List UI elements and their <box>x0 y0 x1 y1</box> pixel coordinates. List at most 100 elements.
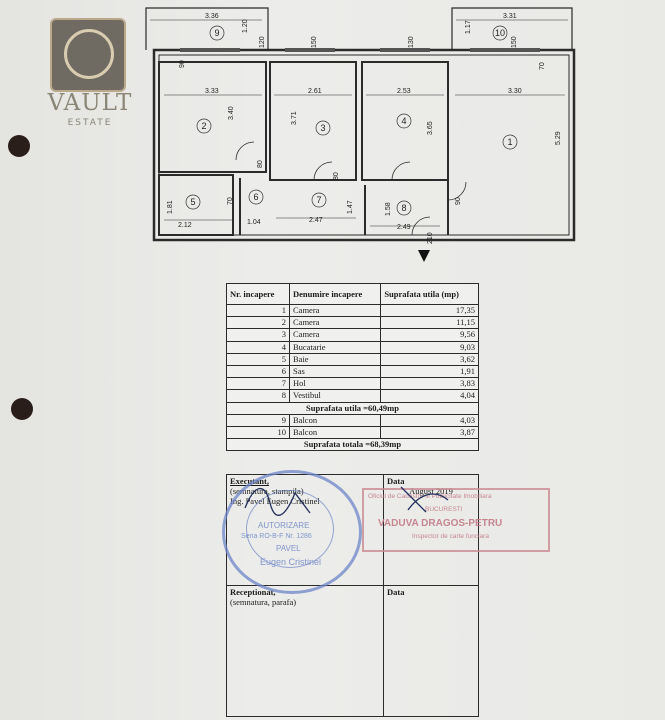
balcony-10-outline <box>451 7 573 50</box>
authorization-stamp <box>222 470 362 594</box>
utila-total-row: Suprafata utila =60,49mp <box>226 401 479 415</box>
stamp-line-2: Seria RO-B-F Nr. 1286 <box>241 533 312 540</box>
room-number-7: 7 <box>316 195 321 205</box>
room-number-9: 9 <box>214 28 219 38</box>
grand-total-row: Suprafata totala =68,39mp <box>226 438 479 452</box>
outer-wall <box>152 48 576 242</box>
wall-room-4 <box>361 61 449 181</box>
dim-door-f: 70 <box>539 62 546 70</box>
dim-room8-h: 1.58 <box>385 202 392 216</box>
dim-door-a: 90 <box>179 60 186 68</box>
logo-name: VAULT <box>47 90 133 116</box>
dim-window-a: 120 <box>259 36 266 48</box>
stamp-line-4: Eugen Cristinel <box>260 557 322 567</box>
door-arc-2 <box>235 141 255 161</box>
dim-room1-w: 3.30 <box>508 88 522 95</box>
dim-room7-h: 1.47 <box>347 200 354 214</box>
room-number-8: 8 <box>401 203 406 213</box>
receptionat-sub: (semnatura, parafa) <box>230 597 297 607</box>
header-nr: Nr. incapere <box>226 283 290 305</box>
dim-room5-h: 1.81 <box>167 200 174 214</box>
dim-room5-w: 2.12 <box>178 222 192 229</box>
receptionat-cell: Receptionat, (semnatura, parafa) <box>226 585 384 717</box>
grand-total: Suprafata totala =68,39mp <box>226 438 479 452</box>
stamp-line-3: PAVEL <box>276 544 301 553</box>
data-label-2: Data <box>387 587 405 597</box>
dim-door-c: 80 <box>333 172 340 180</box>
punch-hole-top <box>8 135 30 157</box>
logo-subtitle: ESTATE <box>67 118 113 128</box>
wall-room-2 <box>158 61 267 173</box>
stamp-line-1: AUTORIZARE <box>258 521 310 530</box>
date-value: August 2019 <box>409 486 453 496</box>
cadastre-stamp-line-2: BUCURESTI <box>425 506 463 513</box>
floor-plan: 9 10 2 3 4 1 5 6 7 8 3.36 1.20 3.31 1.17 <box>145 7 576 262</box>
executant-date-cell: Data August 2019 <box>383 474 479 586</box>
room-number-3: 3 <box>320 123 325 133</box>
header-name: Denumire incapere <box>288 283 382 305</box>
inspector-signature <box>400 486 449 513</box>
entrance-arrow-icon <box>418 250 430 262</box>
dim-room2-h: 3.40 <box>228 106 235 120</box>
room-number-4: 4 <box>401 116 406 126</box>
punch-hole-bottom <box>11 398 33 420</box>
wall-room-3 <box>269 61 357 181</box>
room-numbers: 9 10 2 3 4 1 5 6 7 8 <box>185 25 518 216</box>
dim-room4-w: 2.53 <box>397 88 411 95</box>
vault-estate-logo: VAULT ESTATE <box>30 18 150 148</box>
dimension-labels: 3.36 1.20 3.31 1.17 3.33 3.40 2.61 3.71 … <box>167 13 562 244</box>
cadastre-stamp-line-3: VADUVA DRAGOS-PETRU <box>378 518 503 529</box>
dim-room3-w: 2.61 <box>308 88 322 95</box>
door-arc-entrance <box>411 216 431 236</box>
room-number-5: 5 <box>190 197 195 207</box>
dim-door-d: 70 <box>227 197 234 205</box>
dim-room6-w: 1.04 <box>247 219 261 226</box>
dim-window-c: 130 <box>408 36 415 48</box>
wall-room-5 <box>158 174 234 236</box>
vault-wheel-icon <box>64 29 114 79</box>
dim-room1-h: 5.29 <box>555 131 562 145</box>
dim-balcony10-w: 3.31 <box>503 13 517 20</box>
cadastre-stamp <box>362 488 550 552</box>
room-number-2: 2 <box>201 121 206 131</box>
door-arc-1 <box>447 181 467 201</box>
room-number-10: 10 <box>495 28 505 38</box>
room-number-6: 6 <box>253 192 258 202</box>
dim-door-b: 80 <box>257 160 264 168</box>
cadastre-stamp-line-4: Inspector de carte funciara <box>412 533 489 540</box>
utila-total: Suprafata utila =60,49mp <box>226 401 479 415</box>
area-table-header: Nr. incapere Denumire incapere Suprafata… <box>226 283 479 305</box>
header-area: Suprafata utila (mp) <box>380 283 479 305</box>
area-table: Nr. incapere Denumire incapere Suprafata… <box>226 283 479 452</box>
vault-door-icon <box>50 18 126 92</box>
dim-room2-w: 3.33 <box>205 88 219 95</box>
dim-balcony10-h: 1.17 <box>465 20 472 34</box>
dim-door-e: 90 <box>455 197 462 205</box>
receptionat-label: Receptionat, <box>230 587 276 597</box>
dim-window-b: 150 <box>311 36 318 48</box>
dim-balcony9-w: 3.36 <box>205 13 219 20</box>
dim-room7-w: 2.47 <box>309 217 323 224</box>
dim-room4-h: 3.65 <box>427 121 434 135</box>
dim-room8-w: 2.49 <box>397 224 411 231</box>
dim-room3-h: 3.71 <box>291 111 298 125</box>
dim-door-g: 210 <box>427 232 434 244</box>
dim-window-d: 150 <box>511 36 518 48</box>
authorization-stamp-inner <box>246 490 334 568</box>
door-arc-3 <box>313 161 333 181</box>
dim-balcony9-h: 1.20 <box>242 19 249 33</box>
balcony-9-outline <box>145 7 269 50</box>
cadastre-stamp-line-1: Oficiul de Cadastru si Publicitate Imobi… <box>368 493 492 500</box>
receptionat-date-cell: Data <box>383 585 479 717</box>
